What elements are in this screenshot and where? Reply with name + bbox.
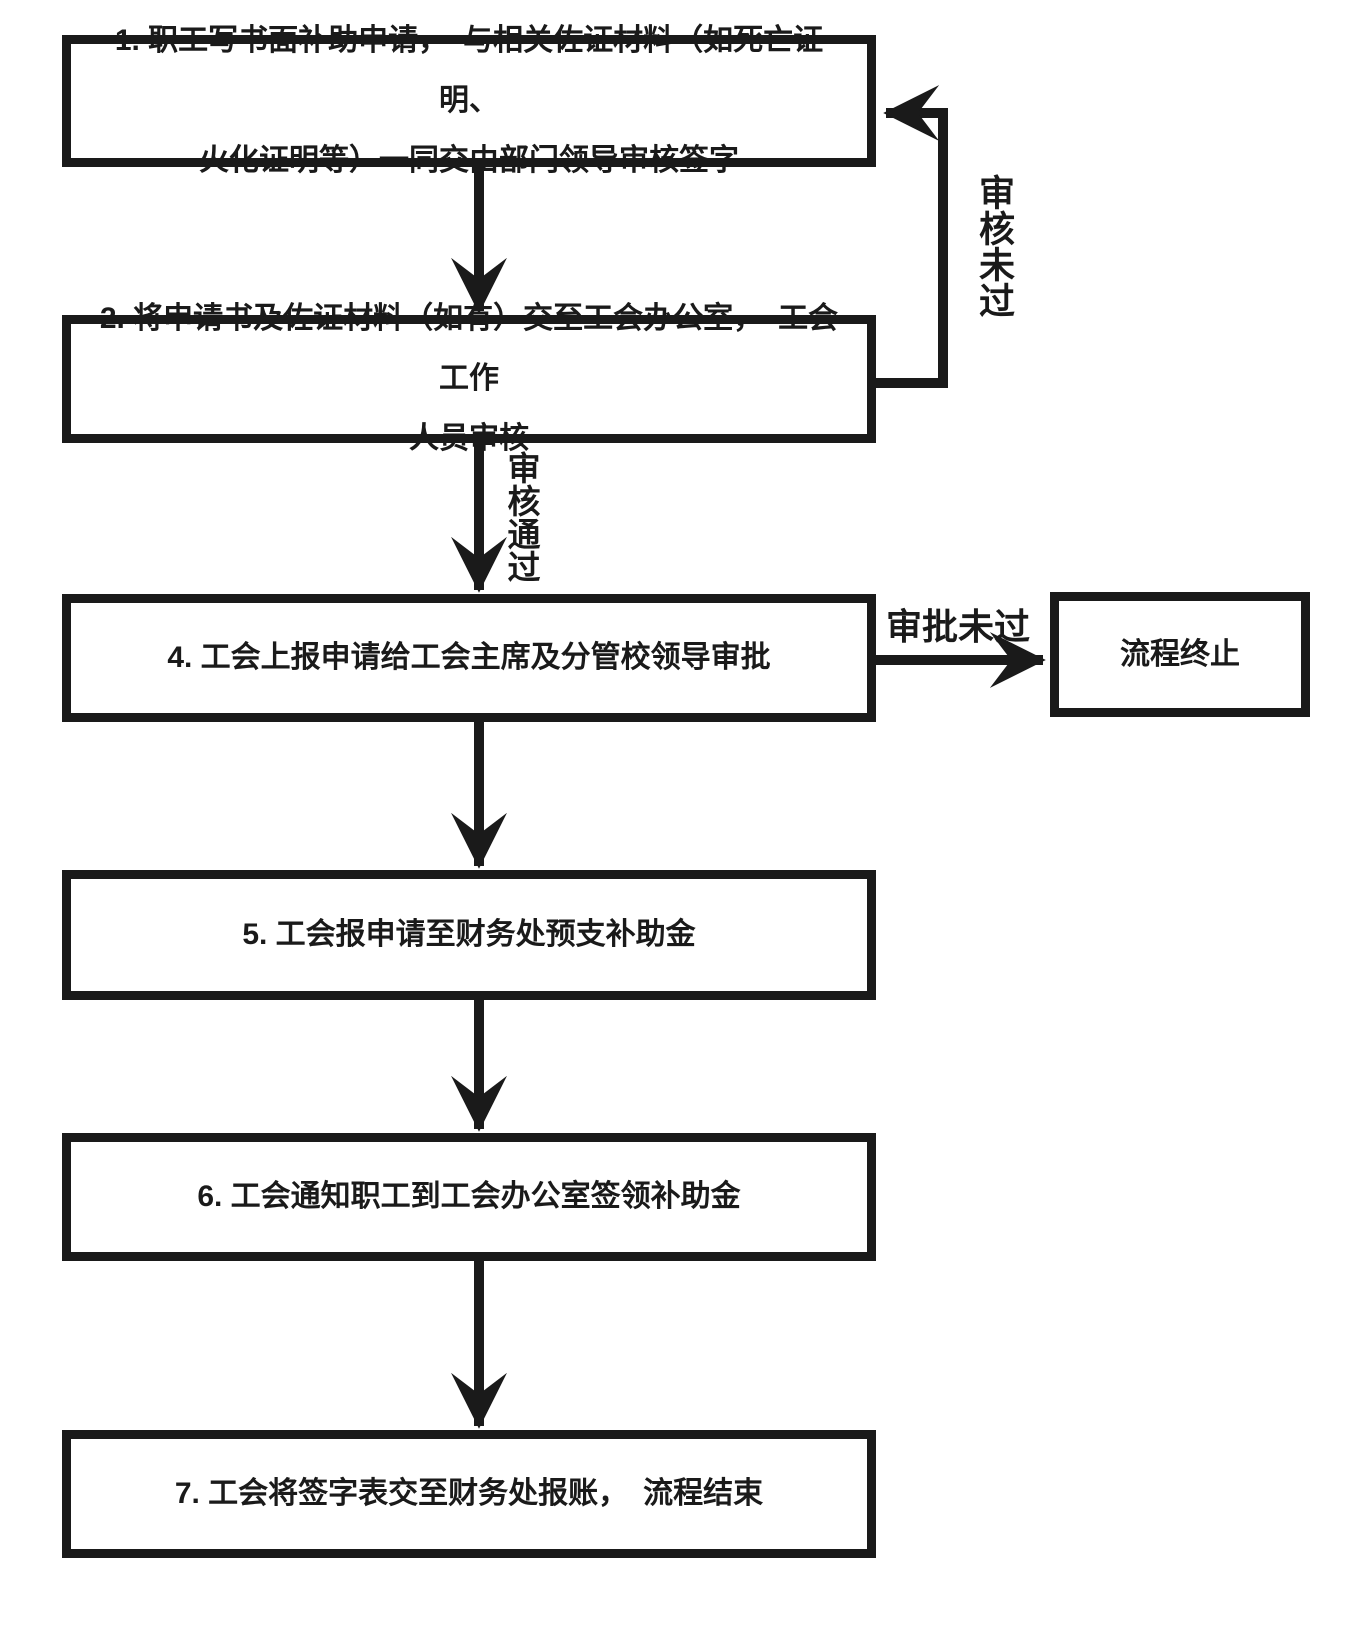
flow-step-7: 7. 工会将签字表交至财务处报账， 流程结束 xyxy=(62,1430,876,1558)
flow-step-2-text: 2. 将申请书及佐证材料（如有）交至工会办公室， 工会工作 人员审核 xyxy=(99,302,839,455)
label-approval-failed: 审批未过 xyxy=(886,606,1031,647)
flow-step-2: 2. 将申请书及佐证材料（如有）交至工会办公室， 工会工作 人员审核 xyxy=(62,302,876,455)
flow-terminate-text: 流程终止 xyxy=(1120,637,1240,671)
flow-terminate-box: 流程终止 xyxy=(1050,592,1310,717)
flow-step-1: 1. 职工写书面补助申请， 与相关佐证材料（如死亡证明、 火化证明等）一同交由部… xyxy=(62,24,876,177)
flow-step-7-text: 7. 工会将签字表交至财务处报账， 流程结束 xyxy=(174,1477,764,1510)
flow-step-4-text: 4. 工会上报申请给工会主席及分管校领导审批 xyxy=(167,641,771,674)
flow-step-6-text: 6. 工会通知职工到工会办公室签领补助金 xyxy=(197,1180,741,1213)
flow-step-4: 4. 工会上报申请给工会主席及分管校领导审批 xyxy=(62,594,876,722)
flow-step-6: 6. 工会通知职工到工会办公室签领补助金 xyxy=(62,1133,876,1261)
flow-step-5-text: 5. 工会报申请至财务处预支补助金 xyxy=(242,918,696,951)
arrow-review-failed-loop xyxy=(872,85,948,388)
label-review-failed: 审核未过 xyxy=(974,174,1015,318)
label-review-passed: 审核通过 xyxy=(503,451,540,583)
flow-step-5: 5. 工会报申请至财务处预支补助金 xyxy=(62,870,876,1000)
flow-step-1-text: 1. 职工写书面补助申请， 与相关佐证材料（如死亡证明、 火化证明等）一同交由部… xyxy=(114,24,824,177)
